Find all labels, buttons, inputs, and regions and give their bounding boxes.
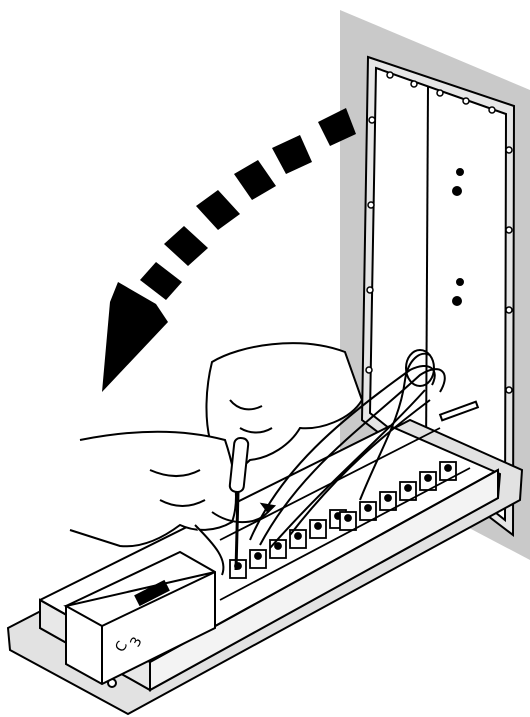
hand-icon [69,342,364,576]
curved-arrow-icon [102,108,356,392]
screwdriver-icon [211,437,277,571]
wall-panel-icon [360,55,516,538]
cable-icon [249,349,446,549]
power-module: C 3 [63,550,216,686]
